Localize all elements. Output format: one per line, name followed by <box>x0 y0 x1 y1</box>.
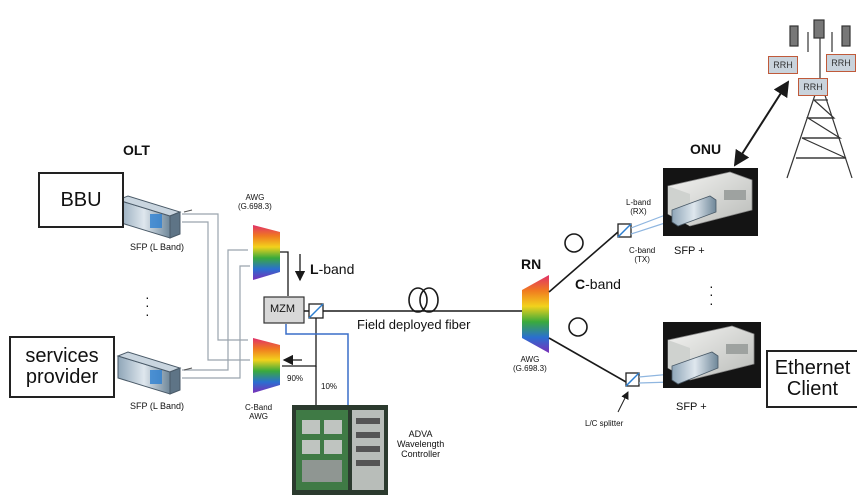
services-provider-label: services provider <box>25 346 98 388</box>
awg-left-top-label: AWG (G.698.3) <box>238 194 272 212</box>
olt-splitter-icon <box>309 304 323 318</box>
sfp-plus-top-label: SFP + <box>674 245 705 257</box>
rrh-left-label: RRH <box>773 60 793 70</box>
l-band-label: L-band <box>310 262 354 277</box>
dots-right: · · · <box>709 282 714 307</box>
dots-left: · · · <box>145 293 150 318</box>
onu-top-splitter-icon <box>618 224 631 237</box>
rn-to-onu-lines <box>549 232 626 382</box>
cell-tower-icon <box>787 20 852 178</box>
olt-sfp-arrows <box>184 210 192 370</box>
lc-splitter-pointer <box>618 392 628 412</box>
ethernet-client-box: Ethernet Client <box>766 350 857 408</box>
c-band-prefix: C <box>575 276 585 292</box>
mzm-label: MZM <box>270 303 295 315</box>
services-provider-box: services provider <box>9 336 115 398</box>
rrh-bottom: RRH <box>798 78 828 96</box>
rrh-left: RRH <box>768 56 798 74</box>
c-band-awg-shape <box>253 338 280 393</box>
field-fiber-label: Field deployed fiber <box>357 318 470 332</box>
onu-bottom-splitter-icon <box>626 373 639 386</box>
onu-tower-link-arrow <box>735 82 788 165</box>
l-band-prefix: L <box>310 261 319 277</box>
olt-sfp-links <box>182 214 250 378</box>
awg-rn-shape <box>522 275 549 353</box>
rrh-right-label: RRH <box>831 58 851 68</box>
adva-label: ADVA Wavelength Controller <box>397 430 444 460</box>
c-band-suffix: -band <box>585 276 621 292</box>
l-band-suffix: -band <box>319 261 355 277</box>
awg-left-top <box>253 225 280 280</box>
onu-top-device <box>663 168 758 236</box>
olt-label: OLT <box>123 143 150 158</box>
c-band-awg-label: C-Band AWG <box>245 404 272 422</box>
bbu-box: BBU <box>38 172 124 228</box>
adva-controller-photo <box>292 405 388 495</box>
sfp-l-band-bottom-label: SFP (L Band) <box>130 402 184 412</box>
cband-tx-label: C-band (TX) <box>629 247 655 265</box>
sfp-bottom-module <box>118 352 180 394</box>
fiber-spool-icon <box>409 288 438 312</box>
pct-90-label: 90% <box>287 375 303 384</box>
ethernet-client-label: Ethernet Client <box>775 358 851 400</box>
rn-label: RN <box>521 257 541 272</box>
lc-splitter-label: L/C splitter <box>585 420 623 429</box>
awg-rn-label: AWG (G.698.3) <box>513 356 547 374</box>
c-band-label: C-band <box>575 277 621 292</box>
pct-10-label: 10% <box>321 383 337 392</box>
onu-bottom-device <box>663 322 761 388</box>
rrh-right: RRH <box>826 54 856 72</box>
awg-to-mzm-line <box>280 252 288 296</box>
sfp-plus-bottom-label: SFP + <box>676 401 707 413</box>
sfp-l-band-top-label: SFP (L Band) <box>130 243 184 253</box>
sfp-top-module <box>118 196 180 238</box>
onu-label: ONU <box>690 142 721 157</box>
bbu-label: BBU <box>60 190 101 211</box>
splitter-down-lines <box>282 318 316 405</box>
lband-rx-label: L-band (RX) <box>626 199 651 217</box>
rrh-bottom-label: RRH <box>803 82 823 92</box>
